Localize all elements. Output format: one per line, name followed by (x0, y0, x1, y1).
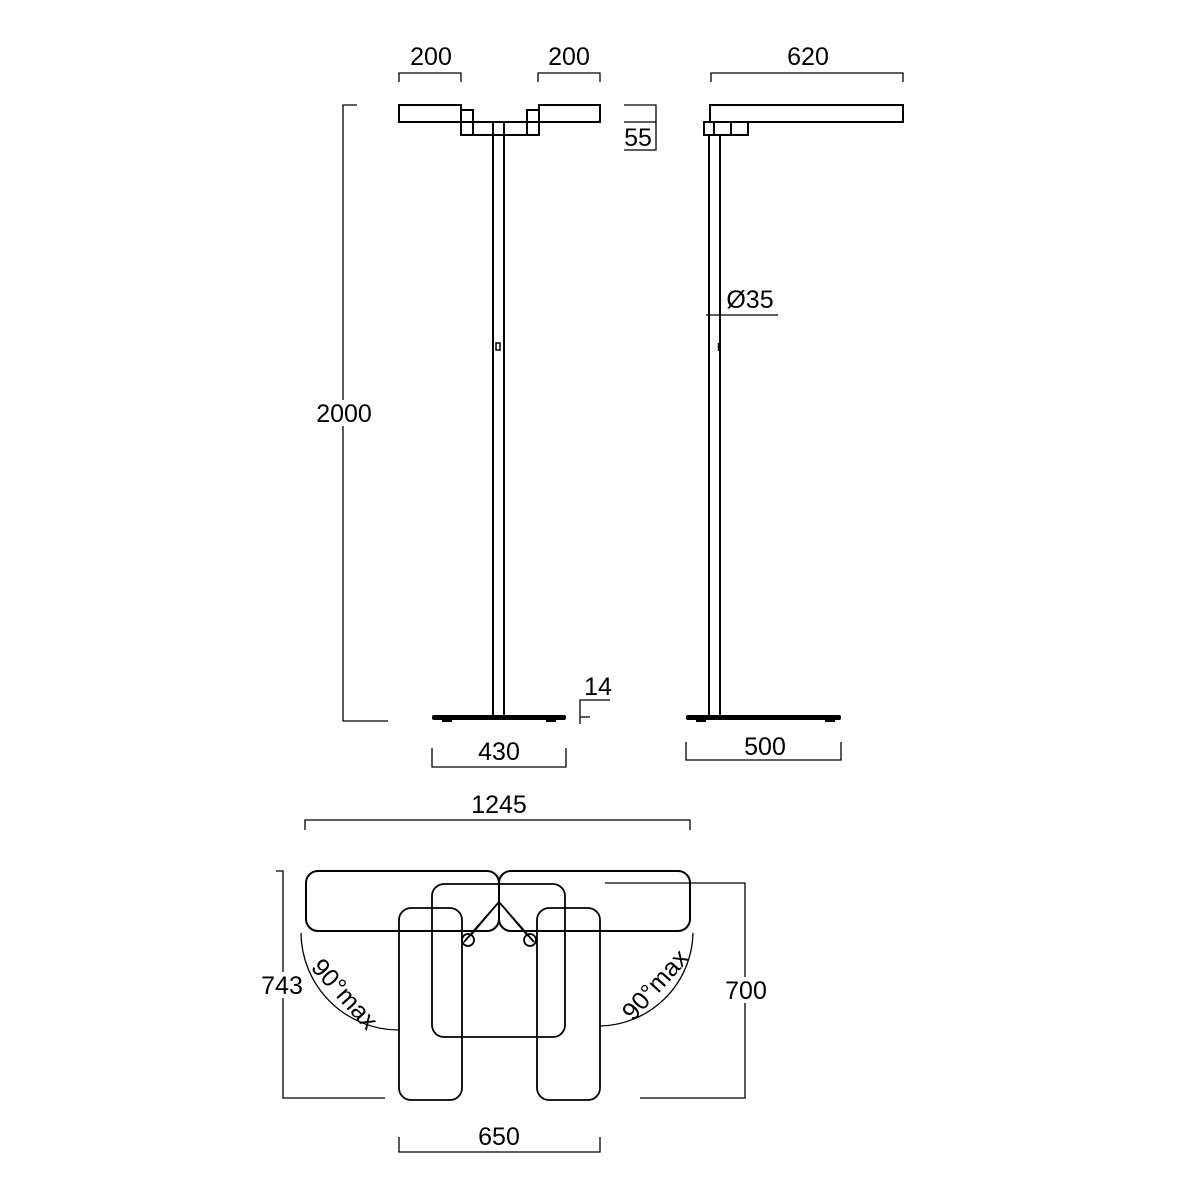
pole-front (492, 135, 505, 717)
front-view: 200 200 55 2000 14 430 (314, 43, 657, 768)
dim-label: 200 (548, 43, 590, 71)
dimension-inner-width: 650 (398, 1123, 601, 1153)
dim-label: 1245 (471, 791, 527, 819)
dimension-total-height: 2000 (314, 104, 388, 722)
dimension-base-depth: 500 (685, 733, 842, 761)
dim-label: 55 (624, 124, 652, 152)
dimension-total-width: 1245 (304, 791, 691, 830)
dimension-arm-length: 620 (710, 43, 904, 82)
base-side (686, 715, 841, 722)
dimension-right-arm: 200 (537, 43, 601, 82)
dim-label: 200 (410, 43, 452, 71)
plan-view: 90°max 90°max 1245 743 700 650 (258, 791, 770, 1153)
dimension-base-width: 430 (431, 738, 567, 768)
lamp-plan-outline (305, 870, 691, 1101)
dimension-left-arm: 200 (398, 43, 462, 82)
dimension-depth-right: 700 (605, 882, 770, 1099)
dim-label: 700 (725, 977, 767, 1005)
rotation-arc-left: 90°max (300, 932, 400, 1036)
dim-label: 620 (787, 43, 829, 71)
rotation-arc-right: 90°max (599, 932, 695, 1027)
base-front (432, 715, 566, 722)
rotation-label: 90°max (617, 944, 695, 1026)
dim-label: 500 (744, 733, 786, 761)
dimension-head-height: 55 (624, 104, 657, 152)
lamp-head-front (398, 104, 601, 136)
dim-label: 2000 (316, 400, 372, 428)
dim-label: 650 (478, 1123, 520, 1151)
dimension-depth-left: 743 (258, 870, 385, 1099)
side-view: 620 Ø35 500 (685, 43, 904, 761)
dim-label: 14 (584, 673, 612, 701)
rotation-label: 90°max (306, 953, 384, 1035)
dim-label: 430 (478, 738, 520, 766)
dim-label: 743 (261, 972, 303, 1000)
pole-side (708, 135, 721, 717)
dimension-pole-diameter: Ø35 (706, 286, 778, 316)
lamp-head-side (703, 104, 904, 136)
dim-label: Ø35 (726, 286, 773, 314)
dimension-base-thickness: 14 (579, 673, 612, 724)
